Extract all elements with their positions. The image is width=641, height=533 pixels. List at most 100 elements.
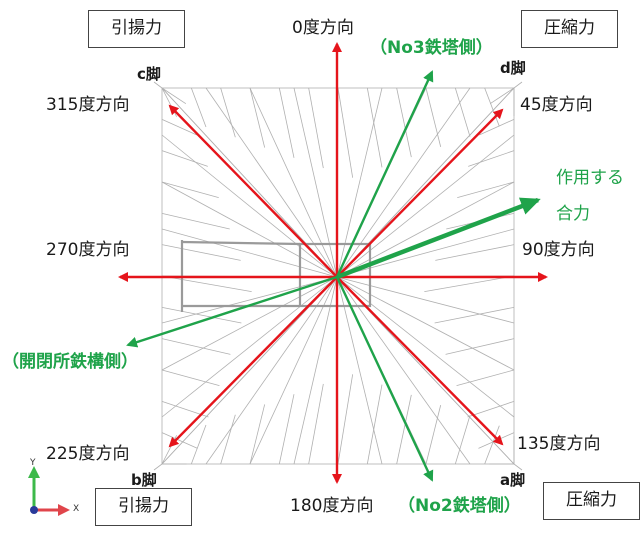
label-resultant-force-line2: 合力 bbox=[556, 204, 590, 224]
z-axis-dot bbox=[30, 506, 38, 514]
lattice-member bbox=[161, 118, 197, 136]
xyz-axis-indicator bbox=[28, 466, 70, 516]
lattice-member bbox=[336, 276, 383, 465]
label-135deg: 135度方向 bbox=[517, 434, 601, 454]
lattice-member bbox=[513, 463, 523, 471]
lattice-member bbox=[425, 87, 442, 147]
lattice-member bbox=[336, 181, 515, 278]
lattice-member bbox=[161, 338, 231, 355]
lattice-member bbox=[435, 244, 515, 261]
lattice-inner-frame bbox=[180, 240, 372, 312]
lattice-member bbox=[478, 432, 515, 449]
direction-arrows bbox=[118, 42, 548, 484]
label-45deg: 45度方向 bbox=[520, 95, 593, 115]
lattice-member bbox=[153, 81, 163, 89]
lattice-member bbox=[336, 87, 383, 278]
inner-frame bbox=[298, 242, 372, 308]
lattice-member bbox=[161, 432, 198, 449]
lattice-member bbox=[336, 228, 515, 278]
box-uplift-bottom-left: 引揚力 bbox=[95, 488, 192, 526]
lattice-member bbox=[161, 181, 338, 278]
tower-lattice bbox=[153, 81, 523, 471]
lattice-member bbox=[308, 383, 324, 465]
lattice-member bbox=[445, 338, 515, 355]
lattice-member bbox=[153, 463, 163, 471]
label-180deg: 180度方向 bbox=[290, 496, 374, 516]
lattice-member bbox=[161, 212, 230, 230]
lattice-member bbox=[161, 275, 252, 293]
lattice-member bbox=[336, 276, 515, 418]
lattice-member bbox=[161, 244, 241, 261]
lattice-member bbox=[484, 425, 500, 465]
lattice-member bbox=[249, 276, 338, 465]
lattice-member bbox=[220, 87, 236, 138]
lattice-member bbox=[161, 134, 338, 278]
arrow-no2-tower bbox=[335, 276, 434, 482]
arrow-225deg bbox=[168, 276, 338, 448]
crossarm-bar bbox=[181, 240, 301, 246]
lattice-member bbox=[161, 87, 187, 105]
lattice-member bbox=[457, 181, 515, 199]
lattice-member bbox=[337, 374, 354, 465]
arrow-135deg bbox=[336, 276, 504, 446]
lattice-member bbox=[336, 276, 471, 465]
lattice-member bbox=[336, 276, 515, 371]
arrow-45deg bbox=[336, 108, 504, 278]
lattice-member bbox=[396, 87, 412, 158]
arrow-315deg bbox=[168, 104, 338, 278]
lattice-member bbox=[468, 150, 515, 167]
lattice-member bbox=[205, 87, 338, 278]
lattice-member bbox=[161, 228, 338, 278]
lattice-member bbox=[161, 87, 178, 117]
lattice-member bbox=[161, 435, 178, 465]
lattice-member bbox=[513, 81, 523, 89]
lattice-member bbox=[293, 276, 338, 465]
lattice-member bbox=[336, 134, 515, 278]
box-compression-bottom-right: 圧縮力 bbox=[543, 482, 640, 520]
lattice-member bbox=[161, 276, 338, 418]
lattice-member bbox=[249, 87, 266, 148]
lattice-member bbox=[161, 181, 219, 199]
lattice-member bbox=[278, 87, 295, 158]
arrow-resultant-force bbox=[336, 197, 541, 280]
lattice-member bbox=[190, 87, 207, 128]
lattice-member bbox=[190, 424, 207, 465]
lattice-member bbox=[161, 306, 242, 324]
lattice-member bbox=[161, 276, 338, 371]
lattice-member bbox=[467, 400, 515, 418]
label-leg-d: d脚 bbox=[500, 59, 526, 77]
lattice-member bbox=[336, 276, 515, 324]
axis-label-y: Y bbox=[30, 458, 36, 468]
label-315deg: 315度方向 bbox=[46, 95, 130, 115]
label-225deg: 225度方向 bbox=[46, 444, 130, 464]
lattice-member bbox=[205, 276, 338, 465]
lattice-member bbox=[489, 87, 515, 105]
lattice-member bbox=[396, 394, 412, 465]
lattice-member bbox=[308, 87, 324, 169]
lattice-member bbox=[366, 87, 383, 168]
label-resultant-force-line1: 作用する bbox=[556, 168, 624, 188]
label-270deg: 270度方向 bbox=[46, 240, 130, 260]
green-direction-arrows bbox=[126, 70, 541, 482]
lattice-member bbox=[336, 87, 471, 278]
label-no3-tower-side: （No3鉄塔側） bbox=[370, 38, 493, 58]
lattice-member bbox=[278, 394, 295, 465]
lattice-member bbox=[161, 150, 208, 167]
lattice-member bbox=[425, 405, 442, 465]
lattice-member bbox=[434, 306, 515, 324]
arrow-no3-tower bbox=[335, 70, 434, 278]
arrow-switchyard bbox=[126, 275, 338, 348]
lattice-member bbox=[161, 276, 338, 324]
label-leg-a: a脚 bbox=[500, 471, 526, 489]
lattice-member bbox=[293, 87, 338, 278]
lattice-member bbox=[479, 118, 515, 136]
lattice-member bbox=[424, 275, 515, 293]
y-axis-head bbox=[28, 466, 40, 478]
box-compression-top-right: 圧縮力 bbox=[521, 10, 618, 48]
lattice-member bbox=[337, 87, 354, 178]
lattice-member bbox=[366, 384, 383, 465]
box-uplift-top-left: 引揚力 bbox=[88, 10, 185, 48]
x-axis-head bbox=[58, 504, 70, 516]
lattice-member bbox=[220, 414, 236, 465]
